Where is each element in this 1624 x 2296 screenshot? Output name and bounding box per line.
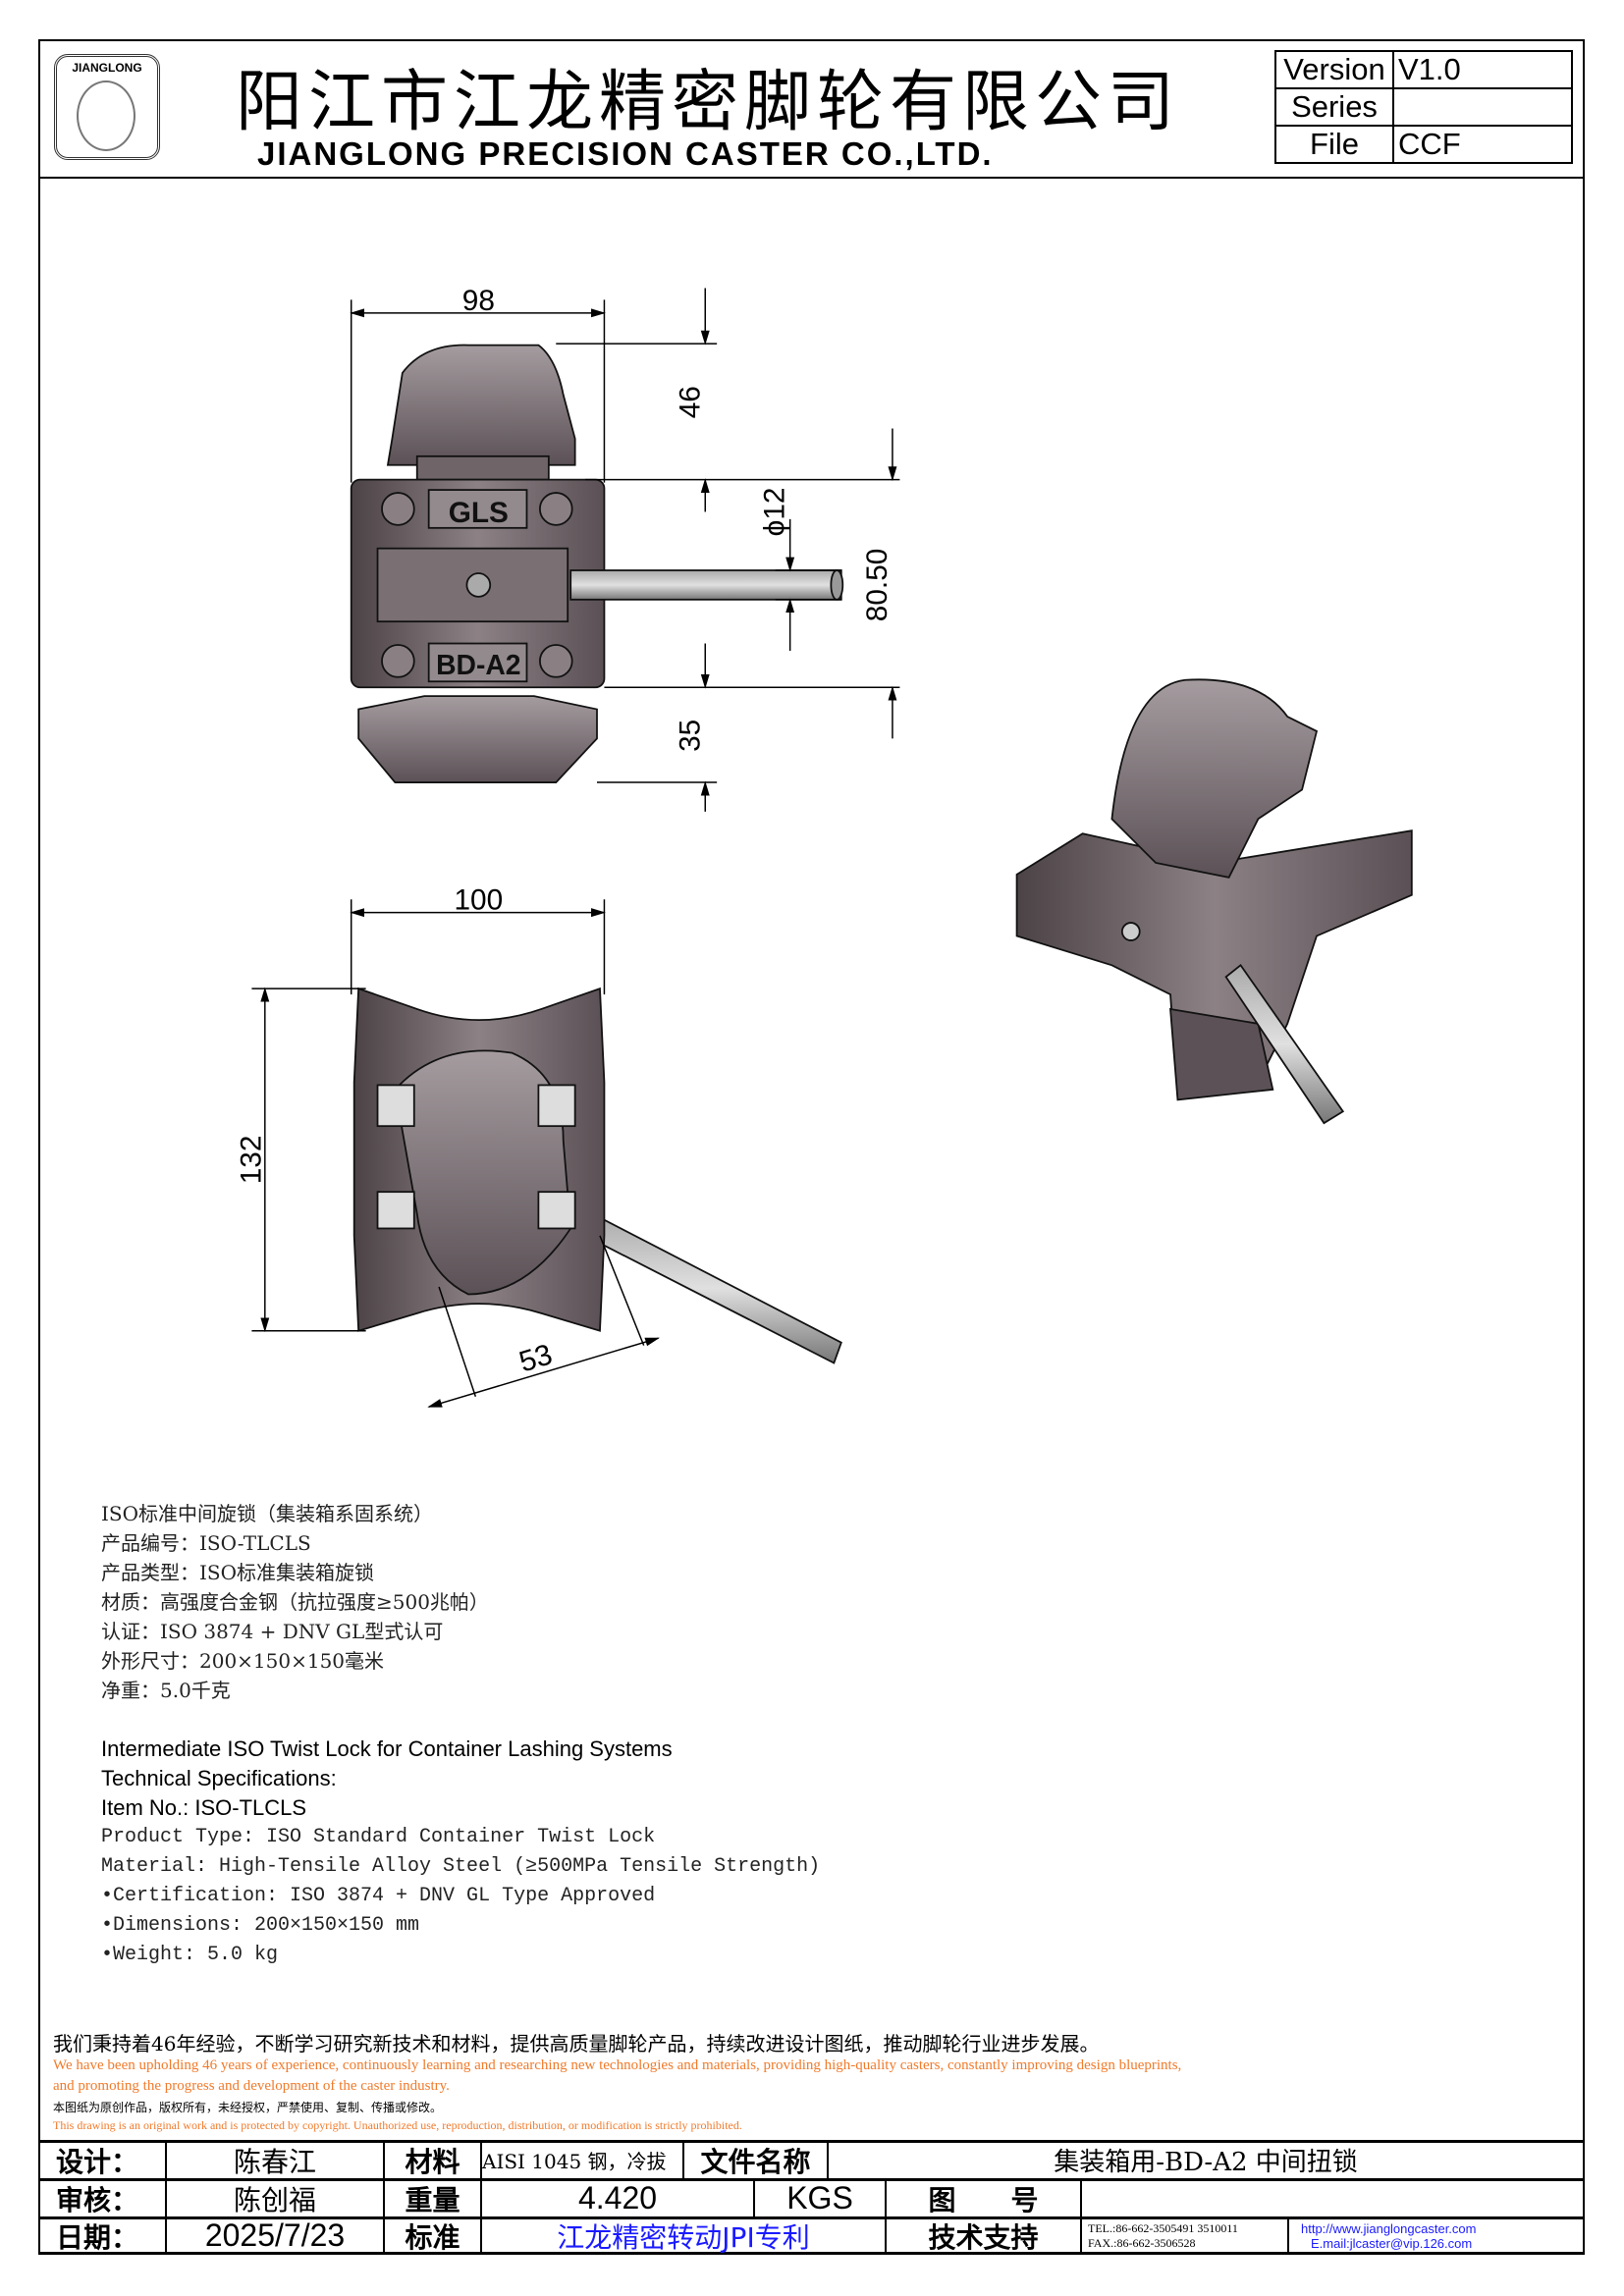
filename-value: 集装箱用-BD-A2 中间扭锁 (827, 2142, 1585, 2178)
spec-cn-line: 产品编号：ISO-TLCLS (101, 1531, 311, 1555)
dim-width-98: 98 (462, 285, 495, 317)
file-value: CCF (1392, 125, 1573, 164)
email-link[interactable]: E.mail:jlcaster@vip.126.com (1311, 2235, 1473, 2251)
dim-bottom-35: 35 (674, 720, 706, 752)
header-divider (38, 177, 1585, 179)
caster-wheel-icon (77, 80, 135, 151)
pivot-icon (465, 572, 492, 598)
design-label: 设计： (38, 2142, 165, 2178)
designer-name: 陈春江 (165, 2142, 383, 2178)
drawing-no-value (1080, 2180, 1585, 2216)
material-label: 材料 (383, 2142, 480, 2178)
version-label: Version (1274, 50, 1394, 89)
spec-cn-line: 材质：高强度合金钢（抗拉强度≥500兆帕） (101, 1590, 489, 1614)
website-link[interactable]: http://www.jianglongcaster.com (1301, 2220, 1477, 2236)
front-view (350, 344, 844, 783)
reviewer-name: 陈创福 (165, 2180, 383, 2216)
company-logo: JIANGLONG (54, 54, 160, 160)
spec-cn-line: 外形尺寸：200×150×150毫米 (101, 1649, 385, 1673)
copyright-cn: 本图纸为原创作品，版权所有，未经授权，严禁使用、复制、传播或修改。 (53, 2101, 443, 2114)
weight-label: 重量 (383, 2180, 480, 2216)
date-label: 日期： (38, 2218, 165, 2253)
divider (38, 2216, 1585, 2219)
mission-en-2: and promoting the progress and developme… (53, 2078, 450, 2094)
spec-product-type: Product Type: ISO Standard Container Twi… (101, 1826, 656, 1848)
shaft-angled (583, 1212, 842, 1364)
copyright-en: This drawing is an original work and is … (53, 2118, 742, 2132)
contact-web: http://www.jianglongcaster.com E.mail:jl… (1287, 2218, 1585, 2253)
divider (38, 2178, 1585, 2181)
spec-bullet: •Certification: ISO 3874 + DNV GL Type A… (101, 1885, 656, 1907)
tech-support-label: 技术支持 (885, 2218, 1080, 2253)
lever-base (415, 454, 550, 481)
divider (38, 2252, 1585, 2255)
divider (38, 2140, 1585, 2143)
drawing-no-label: 图 号 (885, 2180, 1080, 2216)
spec-en-subtitle: Technical Specifications: (101, 1766, 337, 1790)
weight-value: 4.420 (480, 2180, 753, 2216)
standard-value: 江龙精密转动JPI专利 (480, 2218, 885, 2253)
spec-cn-line: ISO标准中间旋锁（集装箱系固系统） (101, 1502, 433, 1525)
spec-cn-line: 认证：ISO 3874 + DNV GL型式认可 (101, 1620, 444, 1643)
top-lever (386, 344, 576, 466)
dim-height-80-50: 80.50 (861, 549, 893, 622)
spec-cn-line: 净重：5.0千克 (101, 1679, 231, 1702)
dim-shaft-dia: ϕ12 (759, 488, 791, 537)
dim-height-132: 132 (235, 1136, 267, 1185)
label-gls: GLS (449, 497, 509, 529)
shaft (569, 569, 842, 601)
spec-item-no: Item No.: ISO-TLCLS (101, 1795, 307, 1820)
label-model: BD-A2 (436, 649, 520, 680)
bolt-icon (381, 644, 415, 678)
bolt-icon (539, 492, 573, 526)
company-name-en: JIANGLONG PRECISION CASTER CO.,LTD. (257, 135, 994, 172)
bolt-icon (539, 644, 573, 678)
file-label: File (1274, 125, 1394, 164)
date-value: 2025/7/23 (165, 2218, 383, 2253)
mission-en-1: We have been upholding 46 years of exper… (53, 2057, 1182, 2073)
standard-label: 标准 (383, 2218, 480, 2253)
dim-offset-53: 53 (515, 1338, 556, 1378)
spec-material: Material: High-Tensile Alloy Steel (≥500… (101, 1855, 821, 1878)
isometric-view (1015, 678, 1413, 1125)
series-label: Series (1274, 87, 1394, 127)
dim-width-100: 100 (454, 884, 503, 917)
front-dimensions (350, 288, 900, 812)
company-name-cn: 阳江市江龙精密脚轮有限公司 (236, 64, 1181, 141)
logo-text: JIANGLONG (72, 61, 142, 75)
weight-unit: KGS (753, 2180, 885, 2216)
material-value: AISI 1045 钢，冷拔 (480, 2142, 682, 2178)
mission-cn: 我们秉持着46年经验，不断学习研究新技术和材料，提供高质量脚轮产品，持续改进设计… (53, 2032, 1100, 2056)
tel: TEL.:86-662-3505491 3510011 (1088, 2220, 1238, 2235)
specifications: ISO标准中间旋锁（集装箱系固系统） 产品编号：ISO-TLCLS 产品类型：I… (101, 1499, 820, 1970)
spec-cn-line: 产品类型：ISO标准集装箱旋锁 (101, 1561, 374, 1584)
version-value: V1.0 (1392, 50, 1573, 89)
contact-phone: TEL.:86-662-3505491 3510011 FAX.:86-662-… (1080, 2218, 1287, 2253)
shaft-iso (1224, 963, 1345, 1125)
series-value (1392, 87, 1573, 127)
spec-bullet: •Weight: 5.0 kg (101, 1944, 279, 1966)
top-dimensions (251, 899, 660, 1408)
dim-top-46: 46 (674, 386, 706, 418)
bottom-foot (357, 695, 598, 783)
top-view (352, 987, 842, 1364)
spec-bullet: •Dimensions: 200×150×150 mm (101, 1914, 420, 1937)
fax: FAX.:86-662-3506528 (1088, 2235, 1196, 2250)
spec-en-title: Intermediate ISO Twist Lock for Containe… (101, 1736, 673, 1761)
review-label: 审核： (38, 2180, 165, 2216)
filename-label: 文件名称 (682, 2142, 827, 2178)
bolt-icon (381, 492, 415, 526)
